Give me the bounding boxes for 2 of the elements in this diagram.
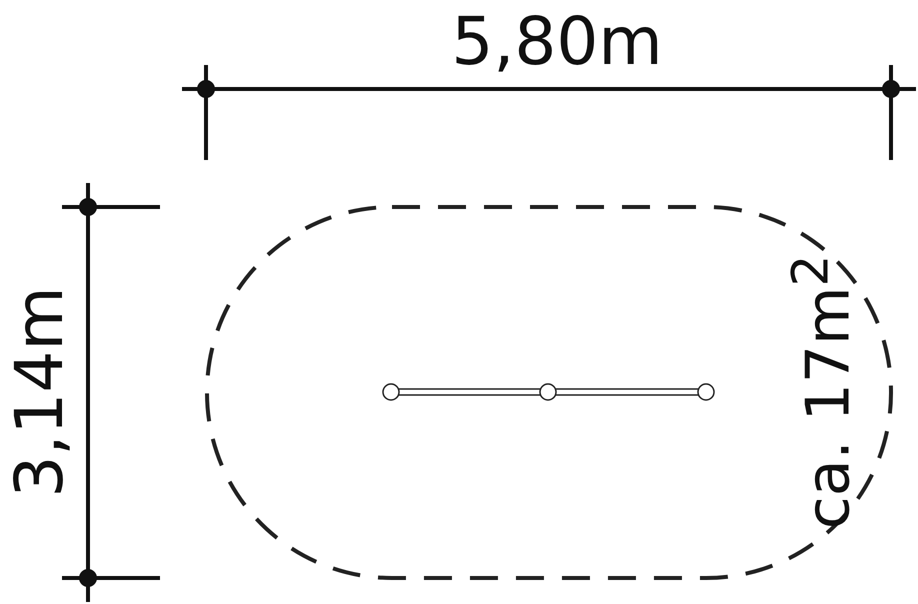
dimension-label: 3,14m bbox=[7, 286, 73, 498]
dimension-label: 5,80m bbox=[451, 9, 663, 75]
